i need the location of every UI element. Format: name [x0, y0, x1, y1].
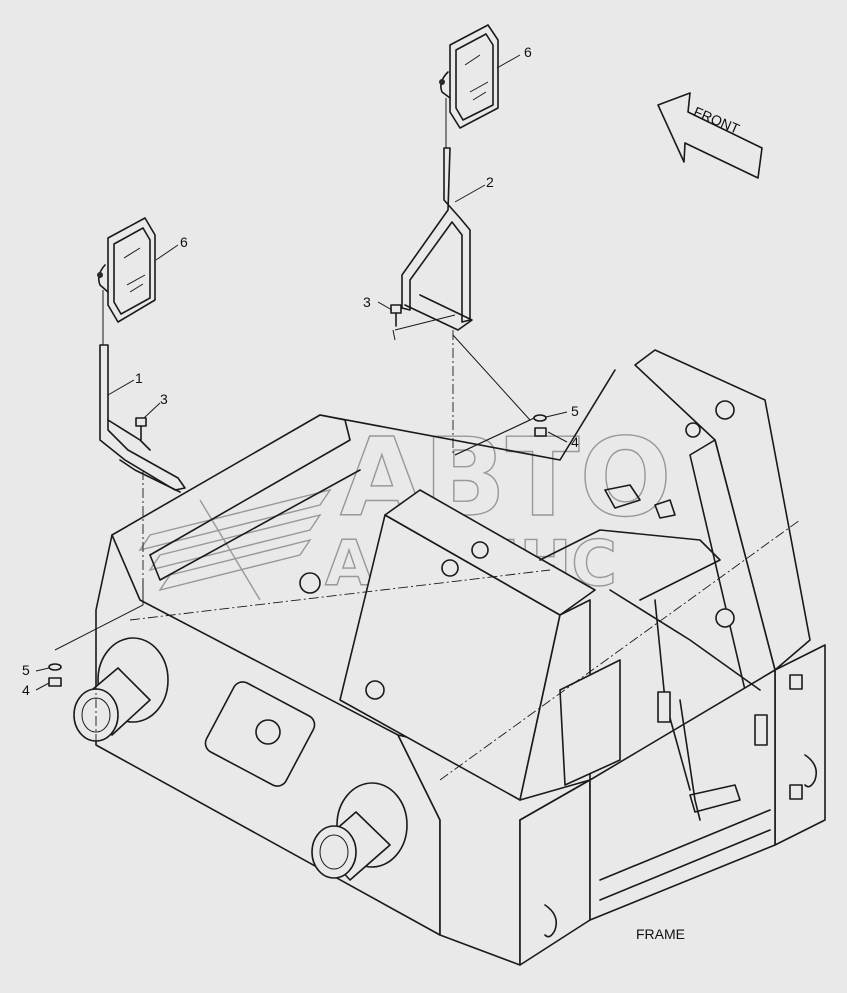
top-cross-rail — [319, 369, 616, 461]
mirror-bracket-1-foot — [119, 459, 181, 493]
tower-boss-left — [441, 559, 459, 577]
mirror-bracket-2-base — [404, 294, 473, 331]
rear-box-slot-2 — [599, 829, 771, 901]
top-clip-2 — [654, 499, 676, 519]
mirror-6-right — [439, 24, 499, 129]
top-clip — [604, 484, 641, 509]
tower-hole — [365, 680, 385, 700]
mirror-bracket-2 — [401, 147, 471, 323]
callout-4-right: 4 — [571, 434, 579, 450]
inner-crossmember — [539, 529, 721, 601]
washer-nut-left — [48, 663, 62, 687]
rear-lug — [789, 674, 803, 690]
callout-2: 2 — [486, 174, 494, 190]
frame-body — [73, 349, 826, 966]
axle-tube-left — [73, 637, 169, 742]
axle-tube-right — [311, 782, 408, 881]
mirror-6-left — [97, 217, 156, 323]
callout-6-left: 6 — [180, 234, 188, 250]
mirror-bracket-1-brace — [107, 419, 151, 451]
hydraulic-line-2 — [679, 699, 701, 821]
rear-slot-bracket — [754, 714, 768, 746]
callout-3-left: 3 — [160, 391, 168, 407]
left-wall-hole — [299, 572, 321, 594]
left-rail-lower — [149, 469, 361, 581]
callout-4-left: 4 — [22, 682, 30, 698]
mirror-assembly-1 — [48, 217, 186, 687]
internal-box — [559, 659, 621, 786]
tower-boss-right — [471, 541, 489, 559]
rear-lug-2 — [789, 784, 803, 800]
rear-pivot — [715, 608, 735, 628]
rear-box-slot — [599, 809, 771, 881]
bolt-3-right — [390, 304, 402, 327]
callout-6-right: 6 — [524, 44, 532, 60]
left-top-rail — [111, 414, 351, 556]
washer-nut-right — [533, 414, 547, 437]
inner-brace — [609, 589, 761, 691]
mirror-bracket-1 — [99, 344, 186, 491]
callout-1: 1 — [135, 370, 143, 386]
callout-numbers: 6 6 2 1 3 3 5 4 5 4 — [22, 44, 579, 698]
front-arrow-icon — [657, 92, 763, 179]
center-lines — [54, 314, 801, 781]
mirror-assembly-2 — [390, 24, 547, 437]
rear-box-front — [589, 669, 776, 921]
pivot-boss — [685, 422, 701, 438]
pivot-boss-top — [715, 400, 735, 420]
access-panel-hole — [255, 719, 281, 745]
callout-3-right: 3 — [363, 294, 371, 310]
tie-down-hook-front — [544, 904, 558, 938]
hydraulic-fitting — [689, 784, 741, 813]
diagram-caption: FRAME — [636, 926, 685, 942]
bolt-3-left — [135, 417, 147, 441]
callout-5-left: 5 — [22, 662, 30, 678]
side-bracket — [657, 691, 671, 723]
tie-down-hook-rear — [804, 754, 818, 788]
front-direction-arrow: FRONT — [657, 92, 763, 179]
callout-leaders — [35, 54, 568, 691]
callout-5-right: 5 — [571, 403, 579, 419]
center-tower-top — [384, 489, 596, 616]
